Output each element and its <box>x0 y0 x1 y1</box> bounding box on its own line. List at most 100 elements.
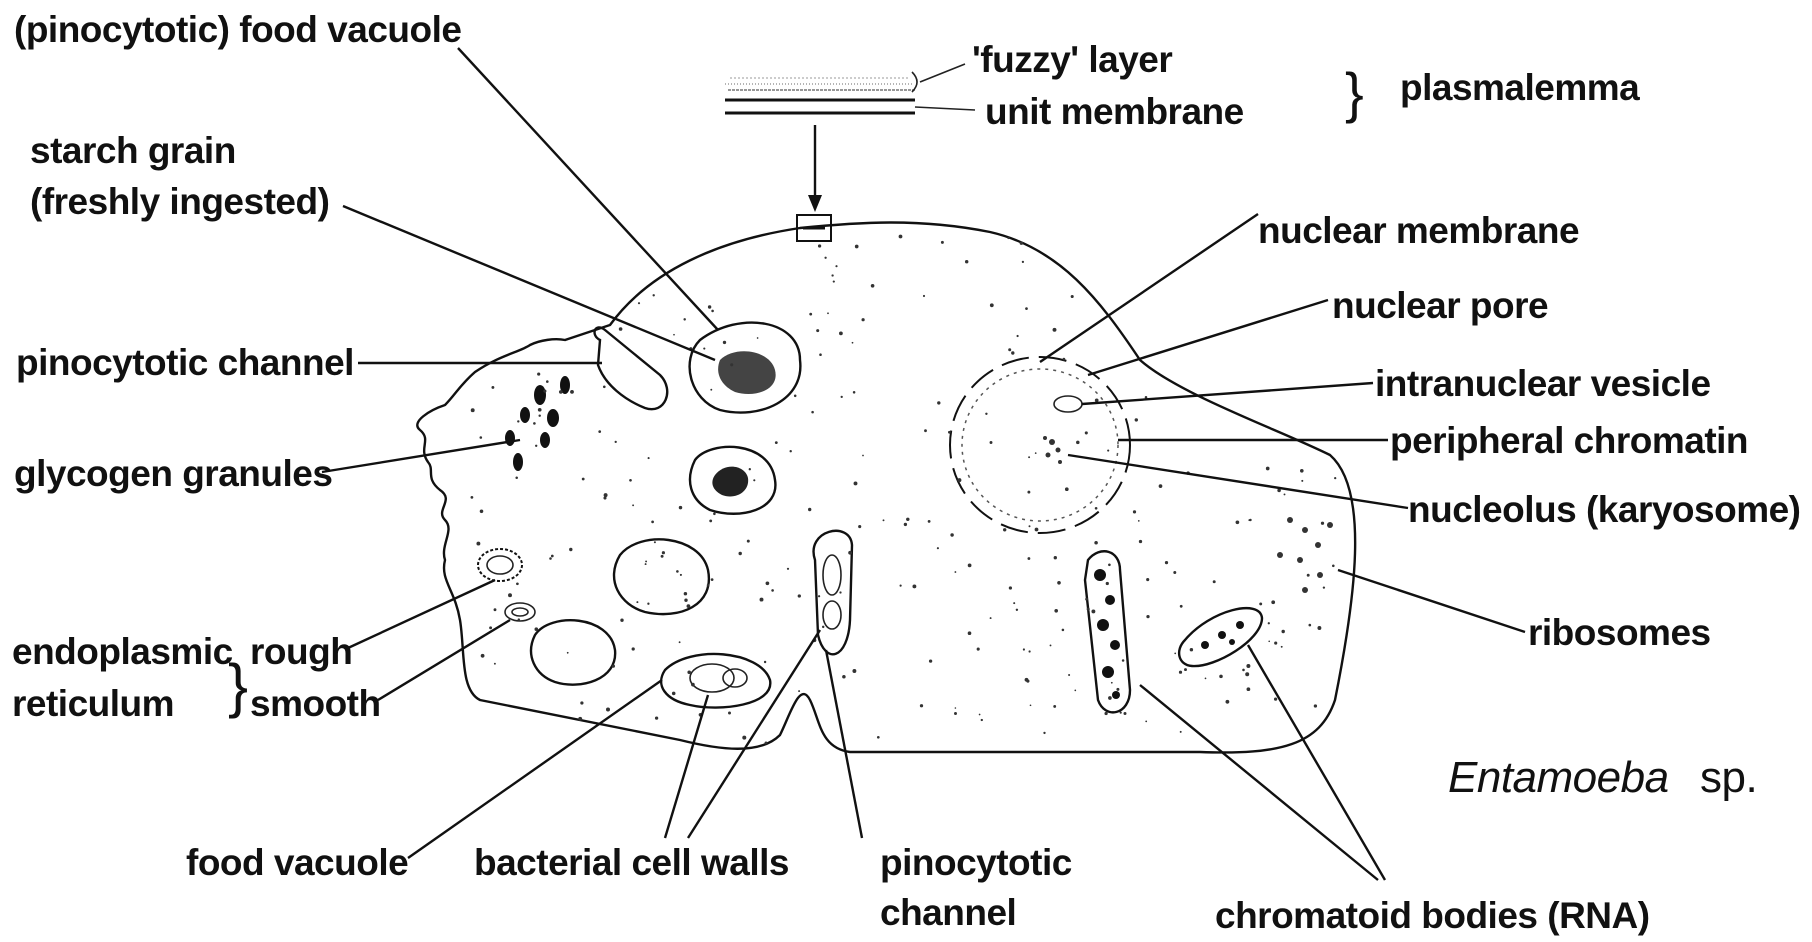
cytoplasm-granule <box>535 445 537 447</box>
label-ribosomes: ribosomes <box>1528 612 1711 653</box>
label-starch-grain-freshly-ingested: (freshly ingested) <box>30 181 329 222</box>
cytoplasm-granule <box>491 386 494 389</box>
cytoplasm-granule <box>1332 565 1335 568</box>
cytoplasm-granule <box>816 329 819 332</box>
cytoplasm-granule <box>654 541 656 543</box>
cytoplasm-granule <box>753 479 755 481</box>
cytoplasm-granule <box>645 560 647 562</box>
cytoplasm-granule <box>1180 605 1183 608</box>
cytoplasm-granule <box>1057 581 1061 585</box>
cytoplasm-granule <box>723 341 726 344</box>
cytoplasm-granule <box>1179 671 1182 674</box>
label-rough: rough <box>250 631 352 672</box>
cytoplasm-granule <box>1027 491 1030 494</box>
label-nuclear-membrane: nuclear membrane <box>1258 210 1579 251</box>
cytoplasm-granule <box>954 712 957 715</box>
cytoplasm-granule <box>842 675 846 679</box>
cytoplasm-granule <box>1068 674 1070 676</box>
cytoplasm-granule <box>1027 557 1030 560</box>
label-glycogen-granules: glycogen granules <box>14 453 332 494</box>
cytoplasm-granule <box>1323 586 1325 588</box>
cytoplasm-granule <box>1116 688 1119 691</box>
cytoplasm-granule <box>862 455 864 457</box>
cytoplasm-granule <box>808 508 811 511</box>
cytoplasm-granule <box>684 592 687 595</box>
label-starch-grain: starch grain <box>30 130 236 171</box>
cytoplasm-granule <box>819 353 822 356</box>
cytoplasm-granule <box>985 413 987 415</box>
cytoplasm-granule <box>1071 295 1074 298</box>
cytoplasm-granule <box>1174 653 1176 655</box>
cytoplasm-granule <box>1274 697 1277 700</box>
cytoplasm-granule <box>977 648 980 651</box>
cytoplasm-granule <box>1173 571 1176 574</box>
cytoplasm-granule <box>1124 712 1127 715</box>
cytoplasm-granule <box>518 618 520 620</box>
cytoplasm-granule <box>1111 682 1113 684</box>
cytoplasm-granule <box>747 540 750 543</box>
label-peripheral-chromatin: peripheral chromatin <box>1390 420 1748 461</box>
cytoplasm-granule <box>1165 561 1168 564</box>
cytoplasm-granule <box>1271 600 1275 604</box>
cytoplasm-granule <box>912 584 916 588</box>
cytoplasm-granule <box>854 481 858 485</box>
cytoplasm-granule <box>941 241 944 244</box>
cytoplasm-granule <box>948 431 951 434</box>
cytoplasm-granule <box>738 552 741 555</box>
cytoplasm-granule <box>480 436 483 439</box>
cytoplasm-granule <box>1094 541 1098 545</box>
cytoplasm-granule <box>990 441 993 444</box>
cytoplasm-granule <box>655 716 658 719</box>
cytoplasm-granule <box>708 305 711 308</box>
label-channel-bottom: channel <box>880 892 1016 933</box>
pinocytotic-channel-left-shape <box>595 327 668 409</box>
label-food-vacuole: food vacuole <box>186 842 408 883</box>
cytoplasm-granule <box>1259 602 1262 605</box>
cytoplasm-granule <box>839 591 841 593</box>
cytoplasm-granule <box>570 390 574 394</box>
cytoplasm-granule <box>1107 450 1109 452</box>
cytoplasm-granule <box>764 661 766 663</box>
cytoplasm-granule <box>537 373 540 376</box>
cytoplasm-granule <box>619 327 623 331</box>
cytoplasm-granule <box>1016 609 1018 611</box>
cytoplasm-granule <box>1009 586 1012 589</box>
cytoplasm-granule <box>1095 507 1098 510</box>
cytoplasm-granule <box>1074 690 1076 692</box>
cytoplasm-granule <box>1122 659 1125 662</box>
cytoplasm-granule <box>1008 348 1011 351</box>
cytoplasm-granule <box>648 457 650 459</box>
cytoplasm-granule <box>1180 731 1182 733</box>
cytoplasm-granule <box>1138 520 1140 522</box>
cytoplasm-granule <box>711 578 714 581</box>
label-smooth: smooth <box>250 683 381 724</box>
cytoplasm-granule <box>1029 525 1031 527</box>
cytoplasm-granule <box>1007 237 1009 239</box>
chromatoid-bodies-shape <box>1085 551 1262 712</box>
cytoplasm-granule <box>728 712 731 715</box>
cytoplasm-granule <box>713 513 716 516</box>
cytoplasm-granule <box>954 571 956 573</box>
cytoplasm-granule <box>1023 648 1025 650</box>
cytoplasm-granule <box>1334 477 1336 479</box>
label-intranuclear-vesicle: intranuclear vesicle <box>1375 363 1711 404</box>
cytoplasm-granule <box>1159 484 1163 488</box>
nucleolus-shape <box>1043 436 1062 464</box>
cytoplasm-granule <box>883 519 885 521</box>
cytoplasm-granule <box>687 604 691 608</box>
cytoplasm-granule <box>1146 578 1149 581</box>
cytoplasm-granule <box>1301 480 1303 482</box>
cytoplasm-granule <box>676 570 679 573</box>
cytoplasm-granule <box>471 496 474 499</box>
cytoplasm-granule <box>508 593 512 597</box>
cytoplasm-granule <box>853 391 856 394</box>
cytoplasm-granule <box>546 380 549 383</box>
label-unit-membrane: unit membrane <box>985 91 1244 132</box>
cytoplasm-granule <box>1242 669 1245 672</box>
cytoplasm-granule <box>766 581 770 585</box>
cytoplasm-granule <box>638 302 640 304</box>
cytoplasm-granule <box>1146 615 1149 618</box>
cytoplasm-granule <box>580 701 583 704</box>
cytoplasm-granule <box>535 627 539 631</box>
label-pinocytotic-channel-left: pinocytotic channel <box>16 342 354 383</box>
